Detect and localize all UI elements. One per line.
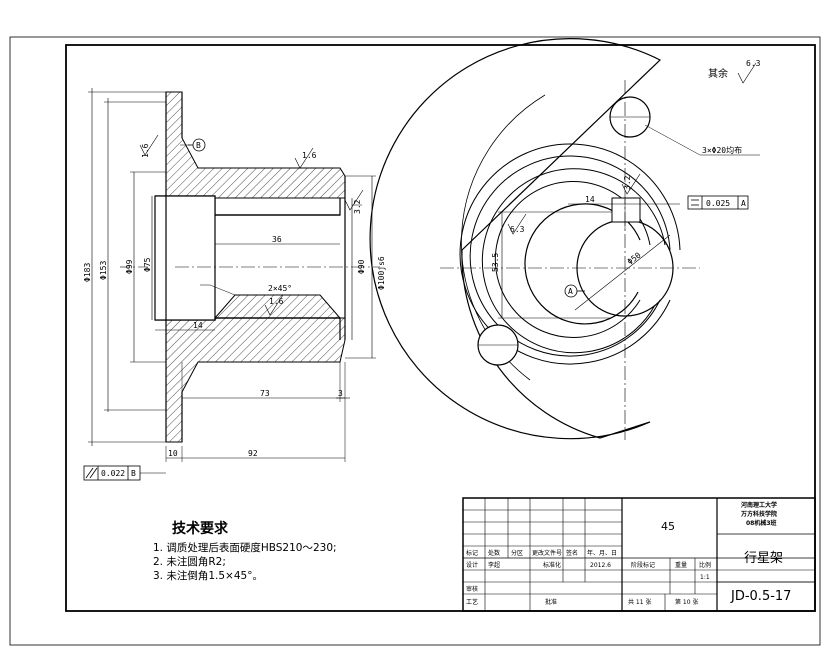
datum-b-label: B: [196, 141, 201, 150]
runout-datum: B: [131, 469, 136, 478]
hdr-count: 处数: [488, 549, 500, 557]
dim-14: 14: [193, 321, 203, 330]
part-name: 行星架: [744, 551, 783, 566]
roughness-1: 1.6: [141, 143, 150, 158]
dim-phi153: Φ153: [99, 261, 108, 280]
requirement-1: 1. 调质处理后表面硬度HBS210～230;: [153, 541, 337, 554]
title-block: [462, 497, 816, 612]
chamfer-groove: [213, 294, 342, 319]
dim-3: 3: [338, 389, 343, 398]
dim-phi100js6: Φ100js6: [377, 256, 386, 290]
row-design: 设计: [466, 561, 478, 569]
parallel-value: 0.025: [706, 199, 730, 208]
hdr-mark: 标记: [466, 549, 478, 557]
row-craft: 工艺: [466, 598, 478, 606]
dim-10: 10: [168, 449, 178, 458]
dim-92: 92: [248, 449, 258, 458]
dim-73: 73: [260, 389, 270, 398]
roughness-6-3: 6.3: [510, 225, 525, 234]
hdr-doc: 更改文件号: [532, 549, 562, 557]
dim-phi90: Φ90: [357, 259, 366, 274]
title-block-text: 45 河南理工大学 万方科技学院 08机械3班 行星架 JD-0.5-17 标记…: [466, 501, 791, 606]
dim-36: 36: [272, 235, 282, 244]
hdr-sign: 签名: [566, 549, 578, 557]
hdr-date: 年、月、日: [587, 549, 617, 557]
runout-value: 0.022: [101, 469, 125, 478]
school-line-2: 万方科技学院: [740, 510, 777, 518]
row-stage: 阶段标记: [631, 561, 655, 569]
rest-roughness: 6.3: [746, 59, 761, 68]
roughness-2: 1.6: [302, 151, 317, 160]
bore-upper: [215, 215, 340, 255]
row-std: 标准化: [543, 561, 561, 569]
requirement-2: 2. 未注圆角R2;: [153, 555, 226, 568]
hdr-zone: 分区: [511, 549, 523, 557]
outer-border: [9, 36, 821, 646]
parallel-datum: A: [741, 199, 746, 208]
row-designer: 李超: [488, 561, 500, 569]
school-line-1: 河南理工大学: [741, 501, 777, 509]
technical-requirements: 技术要求 1. 调质处理后表面硬度HBS210～230; 2. 未注圆角R2; …: [153, 520, 337, 582]
dim-bore: Φ50: [626, 250, 643, 266]
requirement-3: 3. 未注倒角1.5×45°。: [153, 569, 263, 582]
dim-phi183: Φ183: [83, 263, 92, 282]
inner-bore-step: [154, 195, 216, 321]
roughness-3: 1.6: [269, 297, 284, 306]
sheet-number: 第 10 张: [675, 598, 698, 606]
material: 45: [661, 520, 675, 533]
row-weight: 重量: [675, 561, 687, 569]
rest-label: 其余: [708, 67, 728, 80]
sector-outline: [369, 38, 662, 440]
hatch-flange-bottom: [165, 317, 346, 443]
sheets-total: 共 11 张: [628, 598, 651, 606]
dim-53-5: 53.5: [491, 253, 500, 272]
requirements-title: 技术要求: [172, 520, 229, 537]
dim-phi99: Φ99: [125, 259, 134, 274]
row-scale: 比例: [699, 561, 711, 569]
school-line-3: 08机械3班: [746, 519, 777, 527]
dim-phi75: Φ75: [143, 257, 152, 272]
roughness-4: 3.2: [353, 199, 362, 214]
parallel-tolerance: [687, 195, 749, 210]
dim-keyway-3-2: 3.2: [623, 175, 632, 190]
row-approve: 批准: [545, 598, 557, 606]
dim-14-right: 14: [585, 195, 595, 204]
inner-border: [65, 44, 816, 612]
end-view: 其余 6.3 3×Φ20均布 14 3.2 0.025 A 6.3 53.5 Φ…: [369, 38, 761, 440]
dim-chamfer: 2×45°: [268, 284, 292, 293]
section-view: Φ183 Φ153 Φ99 Φ75 Φ90 Φ100js6 36 14 73 3…: [83, 88, 386, 481]
datum-a-label: A: [568, 287, 573, 296]
row-review: 审核: [466, 585, 478, 593]
drawing-number: JD-0.5-17: [730, 589, 791, 604]
row-year: 2012.6: [590, 562, 611, 569]
holes-label: 3×Φ20均布: [702, 145, 742, 155]
row-scale-val: 1:1: [700, 574, 710, 581]
